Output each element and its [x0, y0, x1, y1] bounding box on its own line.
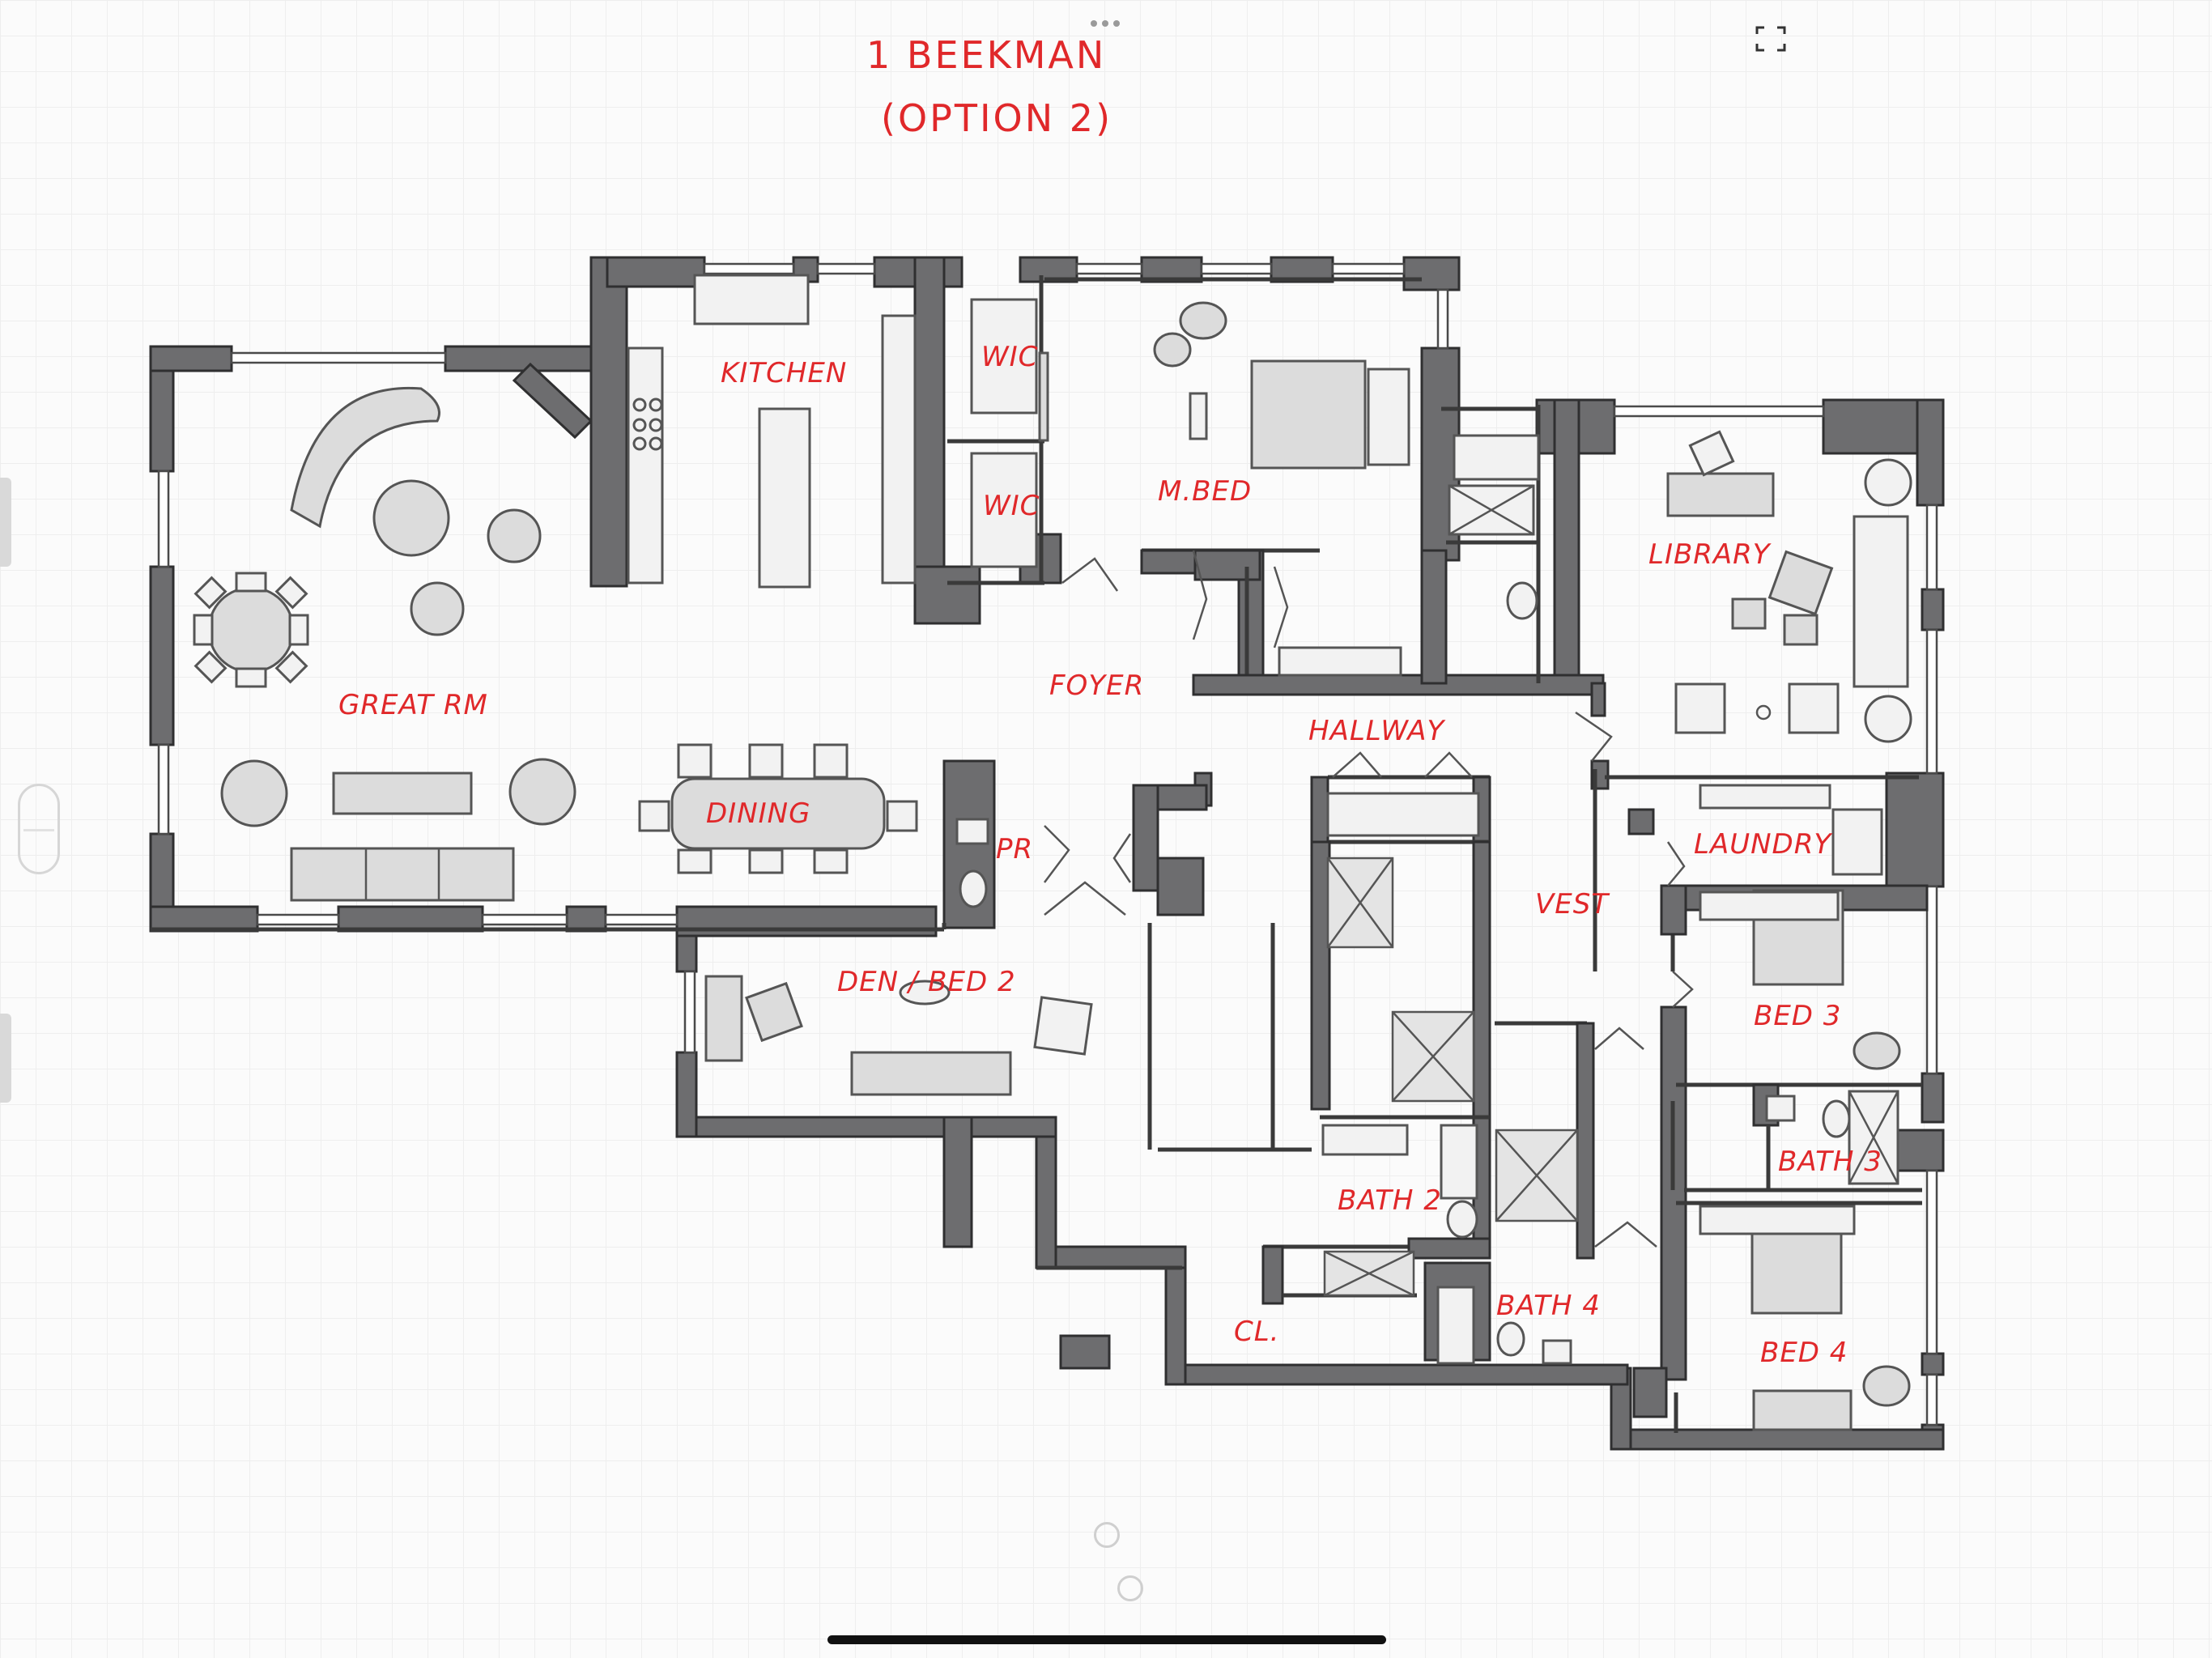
plan-title-line2: (OPTION 2)	[881, 96, 1112, 140]
room-label-bed3: BED 3	[1754, 1000, 1841, 1032]
room-label-foyer: FOYER	[1049, 670, 1144, 702]
room-labels: KITCHEN WIC WIC M.BED LIBRARY FOYER GREA…	[338, 341, 1882, 1369]
room-label-wic-2: WIC	[983, 490, 1040, 522]
room-label-mbed: M.BED	[1158, 475, 1252, 508]
expand-icon[interactable]	[1755, 26, 1786, 52]
room-label-vest: VEST	[1535, 888, 1610, 920]
home-indicator[interactable]	[827, 1635, 1386, 1644]
room-label-library: LIBRARY	[1648, 538, 1772, 571]
page-control-icon[interactable]	[1117, 1575, 1143, 1601]
room-label-bath3: BATH 3	[1778, 1146, 1882, 1178]
plan-title-line1: 1 BEEKMAN	[866, 33, 1106, 77]
room-label-bath2: BATH 2	[1338, 1184, 1442, 1217]
door-swings	[1044, 550, 1694, 1248]
room-label-hallway: HALLWAY	[1308, 715, 1446, 747]
room-label-great-rm: GREAT RM	[338, 689, 488, 721]
room-label-laundry: LAUNDRY	[1694, 828, 1832, 861]
room-label-cl: CL.	[1234, 1316, 1280, 1348]
room-label-wic-1: WIC	[981, 341, 1038, 373]
windows	[157, 262, 1938, 1426]
room-label-kitchen: KITCHEN	[721, 357, 847, 389]
room-label-bed4: BED 4	[1760, 1337, 1848, 1369]
room-label-den-bed2: DEN / BED 2	[837, 966, 1016, 998]
stove-icon	[632, 397, 663, 451]
page-control-icon[interactable]	[1094, 1522, 1120, 1548]
furniture	[193, 274, 1912, 1431]
room-label-bath4: BATH 4	[1496, 1290, 1601, 1322]
room-label-pr: PR	[996, 833, 1033, 865]
room-label-dining: DINING	[706, 797, 810, 830]
side-tab-top[interactable]	[0, 478, 11, 567]
ellipsis-icon[interactable]	[1088, 15, 1124, 27]
side-slider[interactable]	[18, 784, 60, 874]
side-tab-bottom[interactable]	[0, 1014, 11, 1103]
